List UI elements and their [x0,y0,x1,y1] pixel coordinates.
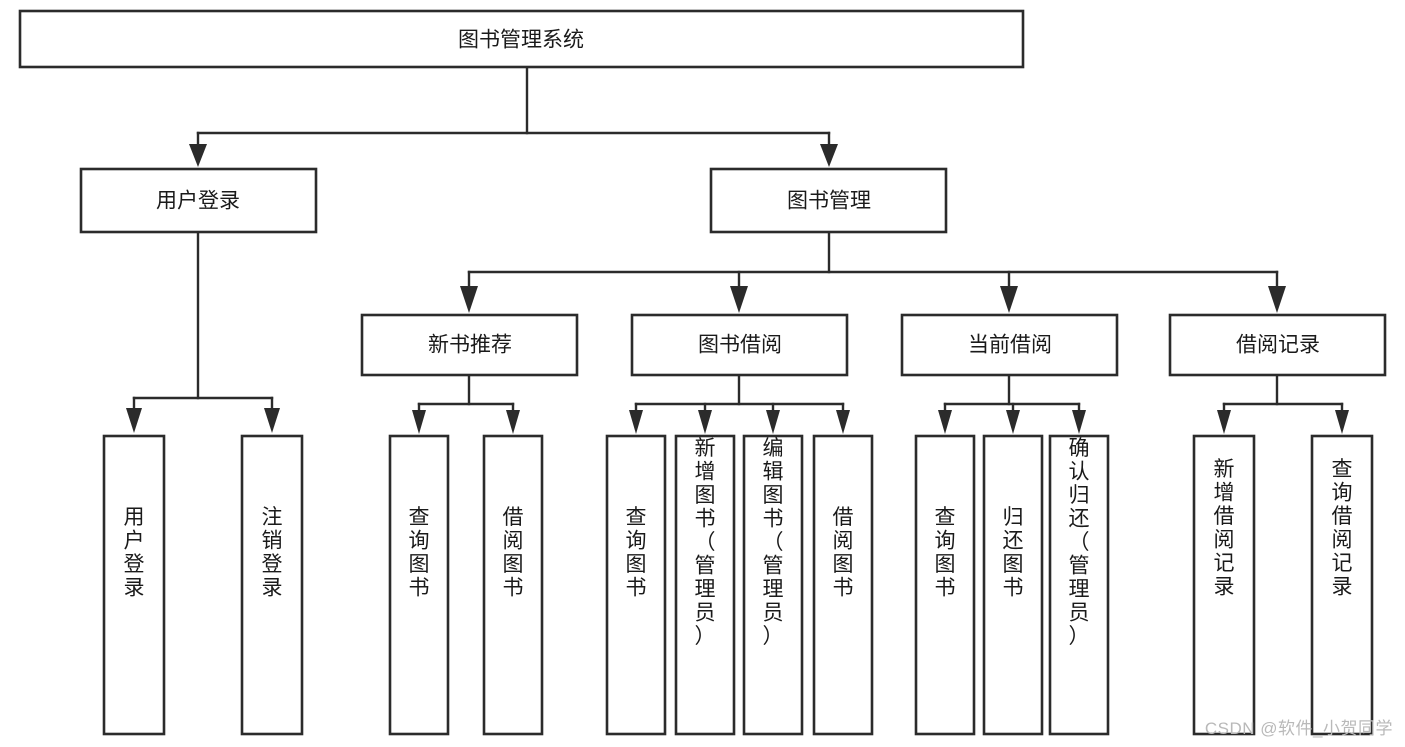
arrow-head-leaf-user-login [126,408,142,433]
node-leaf-query-book-2[interactable]: 查询图书 [605,434,667,736]
node-leaf-borrow-book-2[interactable]: 借阅图书 [812,434,874,736]
node-book-management[interactable]: 图书管理 [709,167,948,234]
node-current-borrow-box[interactable] [900,313,1119,377]
node-leaf-borrow-book-2-box[interactable] [812,434,874,736]
node-leaf-user-login-box[interactable] [102,434,166,736]
node-leaf-query-book-1-box[interactable] [388,434,450,736]
node-book-borrow-box[interactable] [630,313,849,377]
arrow-head-leaf-logout-login [264,408,280,433]
node-leaf-query-book-3[interactable]: 查询图书 [914,434,976,736]
node-leaf-user-login-label: 用户登录 [124,506,145,600]
node-book-borrow[interactable]: 图书借阅 [630,313,849,377]
node-leaf-return-book[interactable]: 归还图书 [982,434,1044,736]
node-leaf-confirm-return-admin[interactable]: 确认归还（管理员） [1048,434,1110,736]
node-leaf-add-borrow-record-box[interactable] [1192,434,1256,736]
arrow-head-book-borrow [730,286,748,313]
node-root-label: 图书管理系统 [458,29,584,52]
node-leaf-query-book-1-label: 查询图书 [409,506,430,600]
node-leaf-borrow-book-2-label: 借阅图书 [833,506,854,600]
arrow-head-leaf-add-borrow-record [1217,410,1231,434]
node-root-box[interactable] [18,9,1025,69]
node-book-borrow-label: 图书借阅 [698,334,782,357]
node-user-login[interactable]: 用户登录 [79,167,318,234]
arrow-head-leaf-return-book [1006,410,1020,434]
node-user-login-box[interactable] [79,167,318,234]
node-leaf-confirm-return-admin-label: 确认归还（管理员） [1069,437,1090,648]
node-new-book-recommend-box[interactable] [360,313,579,377]
node-root[interactable]: 图书管理系统 [18,9,1025,69]
arrow-head-leaf-confirm-return-admin [1072,410,1086,434]
node-leaf-edit-book-admin-box[interactable] [742,434,804,736]
arrow-head-leaf-query-borrow-record [1335,410,1349,434]
node-leaf-query-book-3-label: 查询图书 [935,506,956,600]
arrow-head-leaf-borrow-book-1 [506,410,520,434]
arrow-head-leaf-query-book-1 [412,410,426,434]
node-leaf-edit-book-admin[interactable]: 编辑图书（管理员） [742,434,804,736]
arrow-head-user-login [189,144,207,167]
node-leaf-return-book-box[interactable] [982,434,1044,736]
node-leaf-logout-login-box[interactable] [240,434,304,736]
csdn-watermark: CSDN @软件_小贺同学 [1204,719,1393,738]
node-user-login-label: 用户登录 [156,190,240,213]
node-leaf-query-book-2-box[interactable] [605,434,667,736]
arrow-head-book-management [820,144,838,167]
node-leaf-add-book-admin[interactable]: 新增图书（管理员） [674,434,736,736]
node-leaf-add-book-admin-label: 新增图书（管理员） [695,437,716,648]
node-leaf-borrow-book-1[interactable]: 借阅图书 [482,434,544,736]
node-new-book-recommend-label: 新书推荐 [428,334,512,357]
node-current-borrow[interactable]: 当前借阅 [900,313,1119,377]
arrow-head-leaf-borrow-book-2 [836,410,850,434]
node-book-management-label: 图书管理 [787,190,871,213]
node-leaf-edit-book-admin-label: 编辑图书（管理员） [763,437,784,648]
node-leaf-return-book-label: 归还图书 [1003,506,1024,600]
node-leaf-borrow-book-1-box[interactable] [482,434,544,736]
node-leaf-add-book-admin-box[interactable] [674,434,736,736]
node-leaf-user-login[interactable]: 用户登录 [102,434,166,736]
node-new-book-recommend[interactable]: 新书推荐 [360,313,579,377]
node-leaf-borrow-book-1-label: 借阅图书 [503,506,524,600]
node-leaf-query-borrow-record-label: 查询借阅记录 [1332,458,1353,599]
node-leaf-add-borrow-record[interactable]: 新增借阅记录 [1192,434,1256,736]
arrow-head-leaf-edit-book-admin [766,410,780,434]
node-borrow-record-label: 借阅记录 [1236,334,1320,357]
node-borrow-record[interactable]: 借阅记录 [1168,313,1387,377]
node-leaf-query-book-2-label: 查询图书 [626,506,647,600]
arrow-head-new-book-recommend [460,286,478,313]
node-leaf-add-borrow-record-label: 新增借阅记录 [1214,458,1235,599]
arrow-head-borrow-record [1268,286,1286,313]
arrow-head-leaf-query-book-2 [629,410,643,434]
node-leaf-query-book-3-box[interactable] [914,434,976,736]
connector-group [126,65,1349,434]
node-leaf-query-borrow-record-box[interactable] [1310,434,1374,736]
node-book-management-box[interactable] [709,167,948,234]
node-current-borrow-label: 当前借阅 [968,334,1052,357]
node-leaf-query-borrow-record[interactable]: 查询借阅记录 [1310,434,1374,736]
node-leaf-confirm-return-admin-box[interactable] [1048,434,1110,736]
node-leaf-logout-login-label: 注销登录 [262,506,283,600]
arrow-head-leaf-query-book-3 [938,410,952,434]
node-leaf-query-book-1[interactable]: 查询图书 [388,434,450,736]
node-leaf-logout-login[interactable]: 注销登录 [240,434,304,736]
node-borrow-record-box[interactable] [1168,313,1387,377]
arrow-head-current-borrow [1000,286,1018,313]
arrow-head-leaf-add-book-admin [698,410,712,434]
